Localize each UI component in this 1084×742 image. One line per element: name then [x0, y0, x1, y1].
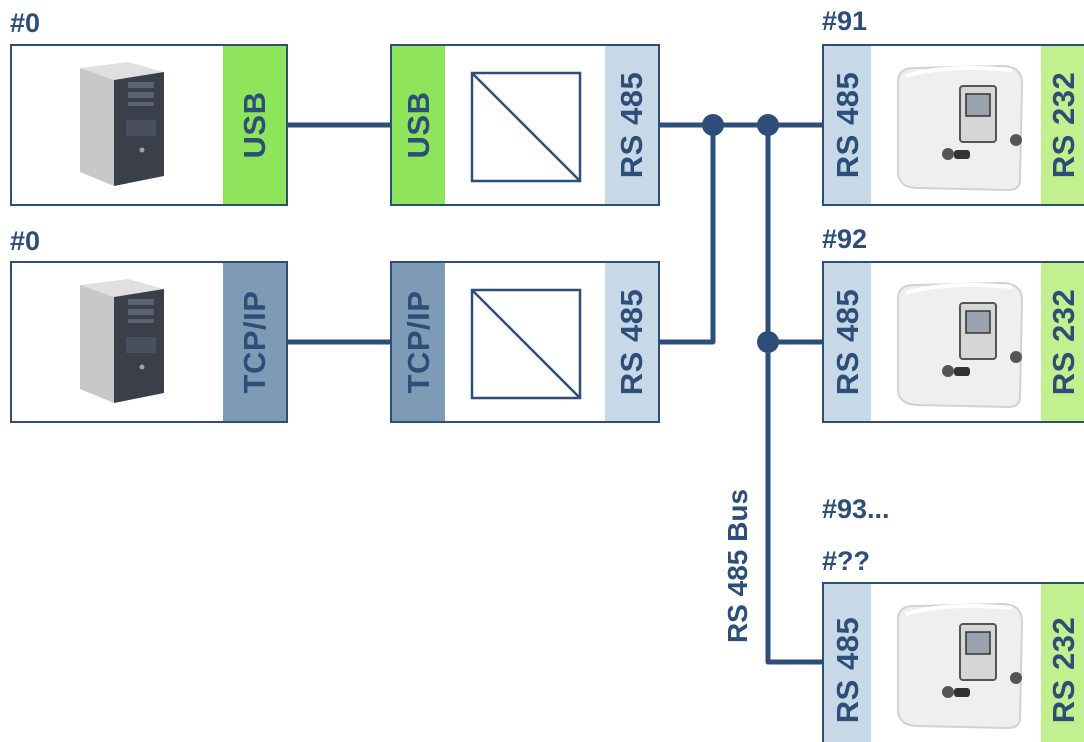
device-last-rs485-label: RS 485	[829, 616, 865, 723]
device-92: RS 485 RS 232	[822, 261, 1084, 423]
device-box-icon	[897, 64, 1024, 192]
device-92-id-label: #92	[822, 224, 868, 254]
converter-2-output-strip: RS 485	[605, 263, 658, 421]
junction-dot	[702, 114, 724, 136]
computer-1: USB	[10, 44, 288, 206]
junction-dot	[757, 331, 779, 353]
more-devices-label: #93...	[822, 494, 890, 524]
device-last-rs232-strip: RS 232	[1041, 584, 1084, 742]
usb-rs485-converter: USB RS 485	[390, 44, 660, 206]
rs485-link-bottom	[657, 122, 716, 345]
device-91-rs232-label: RS 232	[1046, 71, 1081, 179]
device-91-id-label: #91	[822, 6, 868, 36]
converter-1-output-label: RS 485	[613, 71, 649, 179]
device-92-rs485-label: RS 485	[829, 288, 865, 396]
converter-1-input-strip: USB	[392, 46, 445, 204]
junction-dot	[757, 114, 779, 136]
usb-port-strip: USB	[223, 46, 286, 204]
device-last-rs232-label: RS 232	[1046, 616, 1081, 723]
tcpip-port-label: TCP/IP	[236, 290, 272, 394]
tcpip-port-strip: TCP/IP	[223, 263, 286, 421]
converter-symbol-icon	[470, 71, 582, 183]
bus-label: RS 485 Bus	[722, 488, 753, 644]
pc-tower-icon	[80, 62, 164, 186]
device-last: RS 485 RS 232	[822, 582, 1084, 742]
converter-2-input-label: TCP/IP	[400, 290, 436, 394]
computer-1-id-label: #0	[10, 8, 41, 38]
device-91-rs485-strip: RS 485	[824, 46, 871, 204]
pc-tower-icon	[80, 279, 164, 403]
bus-label-container: RS 485 Bus	[718, 456, 758, 676]
device-91-rs232-strip: RS 232	[1041, 46, 1084, 204]
device-last-id-label: #??	[822, 546, 871, 576]
device-92-rs232-strip: RS 232	[1041, 263, 1084, 421]
computer-2-id-label: #0	[10, 226, 41, 256]
device-91: RS 485 RS 232	[822, 44, 1084, 206]
device-92-rs232-label: RS 232	[1046, 288, 1081, 396]
tcpip-rs485-converter: TCP/IP RS 485	[390, 261, 660, 423]
computer-2: TCP/IP	[10, 261, 288, 423]
device-box-icon	[897, 281, 1024, 409]
device-91-rs485-label: RS 485	[829, 71, 865, 179]
converter-symbol-icon	[470, 288, 582, 400]
converter-1-input-label: USB	[400, 91, 436, 159]
converter-2-output-label: RS 485	[613, 288, 649, 396]
device-box-icon	[897, 602, 1024, 730]
converter-1-output-strip: RS 485	[605, 46, 658, 204]
device-92-rs485-strip: RS 485	[824, 263, 871, 421]
converter-2-input-strip: TCP/IP	[392, 263, 445, 421]
device-last-rs485-strip: RS 485	[824, 584, 871, 742]
usb-port-label: USB	[236, 91, 272, 159]
